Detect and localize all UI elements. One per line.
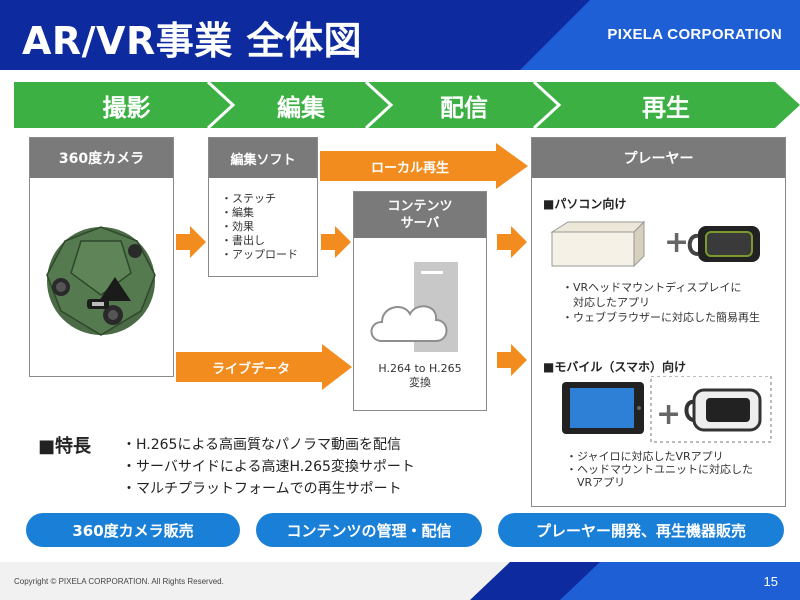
mobile-plus-sign: +: [656, 397, 681, 432]
pill-player-development: プレーヤー開発、再生機器販売: [498, 513, 784, 547]
footer-accent-light: [560, 562, 800, 600]
stage-label: 再生: [642, 93, 690, 122]
mobile-headset-icon: [684, 388, 762, 432]
server-title-line1: コンテンツ: [387, 199, 453, 214]
page-title: AR/VR事業 全体図: [22, 19, 362, 63]
mobile-devices-image: +: [562, 376, 772, 443]
editor-item: ・編集: [221, 206, 254, 219]
feature-item: ・マルチプラットフォームでの再生サポート: [122, 481, 402, 497]
camera-image: [46, 226, 156, 336]
live-data-label: ライブデータ: [211, 361, 290, 377]
arrow-camera-to-editor: [176, 226, 206, 258]
server-box-title: コンテンツ サーバ: [354, 192, 486, 238]
editor-item: ・効果: [221, 220, 254, 233]
editor-item: ・アップロード: [221, 248, 298, 261]
editor-items: ・ステッチ ・編集 ・効果 ・書出し ・アップロード: [209, 178, 317, 262]
stage-distribute: 配信: [364, 82, 564, 128]
editor-item: ・ステッチ: [221, 192, 276, 205]
local-playback-label: ローカル再生: [370, 160, 449, 176]
pc-heading: ■パソコン向け: [543, 197, 627, 211]
server-note-line2: 変換: [409, 376, 431, 389]
player-box-title: プレーヤー: [532, 138, 785, 178]
feature-item: ・H.265による高画質なパノラマ動画を配信: [122, 437, 402, 453]
stage-shoot: 撮影: [14, 82, 239, 128]
camera-box-title: 360度カメラ: [30, 138, 173, 178]
mobile-notes: ・ジャイロに対応したVRアプリ ・ヘッドマウントユニットに対応した VRアプリ: [566, 450, 753, 489]
vr-headset-icon: [687, 226, 760, 262]
arrow-server-to-pc: [497, 226, 527, 258]
stage-label: 撮影: [102, 93, 151, 122]
page-number: 15: [763, 574, 778, 589]
features-list: ・H.265による高画質なパノラマ動画を配信 ・サーバサイドによる高速H.265…: [122, 434, 415, 500]
camera-box: 360度カメラ: [29, 137, 174, 377]
pc-plus-sign: +: [664, 225, 689, 260]
mobile-note: ・ジャイロに対応したVRアプリ: [566, 450, 724, 463]
pc-devices-image: +: [550, 220, 760, 268]
pill-content-management: コンテンツの管理・配信: [256, 513, 482, 547]
stage-bar: 撮影 編集 配信 再生: [14, 82, 800, 128]
stage-label: 編集: [277, 93, 325, 122]
stage-edit: 編集: [206, 82, 396, 128]
server-note-line1: H.264 to H.265: [378, 362, 462, 375]
pc-note: ・VRヘッドマウントディスプレイに: [562, 281, 742, 294]
mobile-note: VRアプリ: [566, 476, 626, 489]
stage-play: 再生: [532, 82, 800, 128]
server-box: コンテンツ サーバ H.264 to H.265 変換: [353, 191, 487, 411]
arrow-editor-to-server: [321, 226, 351, 258]
editor-box-title: 編集ソフト: [209, 138, 317, 178]
features-title: ■特長: [38, 436, 92, 457]
arrow-server-to-mobile: [497, 344, 527, 376]
mobile-note: ・ヘッドマウントユニットに対応した: [566, 463, 753, 476]
pc-note: 対応したアプリ: [562, 296, 650, 309]
server-note: H.264 to H.265 変換: [354, 362, 486, 390]
player-box: プレーヤー: [531, 137, 786, 507]
copyright-text: Copyright © PIXELA CORPORATION. All Righ…: [14, 577, 224, 586]
corporation-name: PIXELA CORPORATION: [607, 26, 782, 43]
feature-item: ・サーバサイドによる高速H.265変換サポート: [122, 459, 415, 475]
mobile-heading: ■モバイル（スマホ）向け: [543, 360, 686, 374]
server-cloud-icon: [370, 262, 458, 352]
editor-box: 編集ソフト ・ステッチ ・編集 ・効果 ・書出し ・アップロード: [208, 137, 318, 277]
arrow-local-playback: [320, 143, 528, 189]
arrow-live-data: [176, 344, 352, 390]
editor-item: ・書出し: [221, 234, 265, 247]
pc-note: ・ウェブブラウザーに対応した簡易再生: [562, 311, 760, 324]
pc-notes: ・VRヘッドマウントディスプレイに 対応したアプリ ・ウェブブラウザーに対応した…: [562, 280, 760, 325]
server-title-line2: サーバ: [400, 216, 440, 231]
stage-label: 配信: [440, 93, 488, 122]
pill-camera-sales: 360度カメラ販売: [26, 513, 240, 547]
